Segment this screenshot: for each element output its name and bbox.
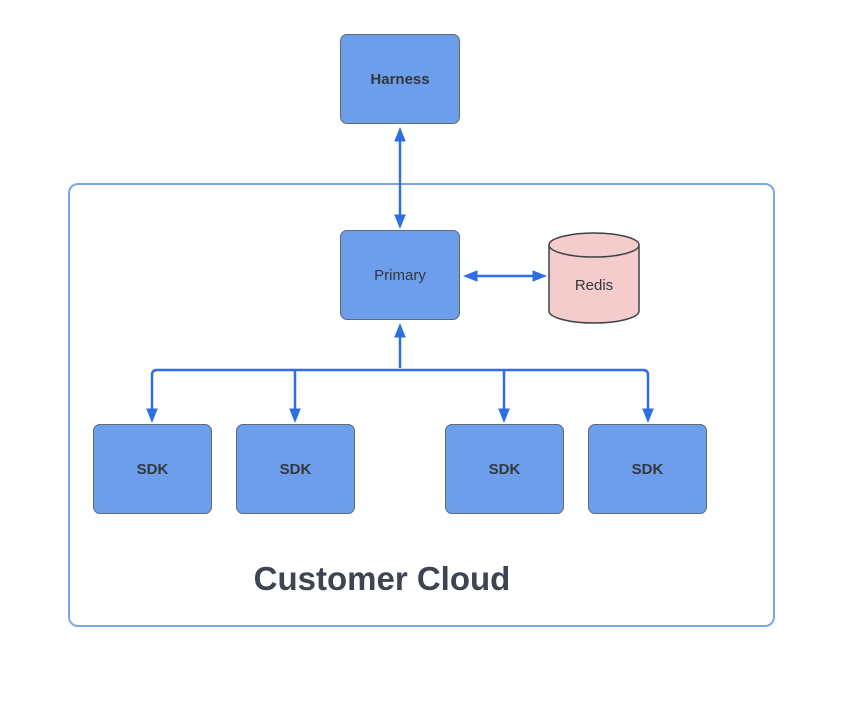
node-redis-label: Redis	[574, 276, 614, 294]
node-primary-label: Primary	[374, 266, 426, 284]
node-sdk-3: SDK	[445, 424, 564, 514]
customer-cloud-title: Customer Cloud	[253, 560, 511, 597]
node-harness-label: Harness	[370, 70, 430, 88]
node-sdk-1: SDK	[93, 424, 212, 514]
node-sdk-2-label: SDK	[279, 460, 312, 478]
node-sdk-2: SDK	[236, 424, 355, 514]
node-redis: Redis	[548, 232, 640, 324]
database-cylinder-icon	[548, 232, 640, 324]
node-harness: Harness	[340, 34, 460, 124]
node-sdk-3-label: SDK	[488, 460, 521, 478]
node-primary: Primary	[340, 230, 460, 320]
node-sdk-4: SDK	[588, 424, 707, 514]
customer-cloud-container	[68, 183, 775, 627]
node-sdk-4-label: SDK	[631, 460, 664, 478]
node-sdk-1-label: SDK	[136, 460, 169, 478]
